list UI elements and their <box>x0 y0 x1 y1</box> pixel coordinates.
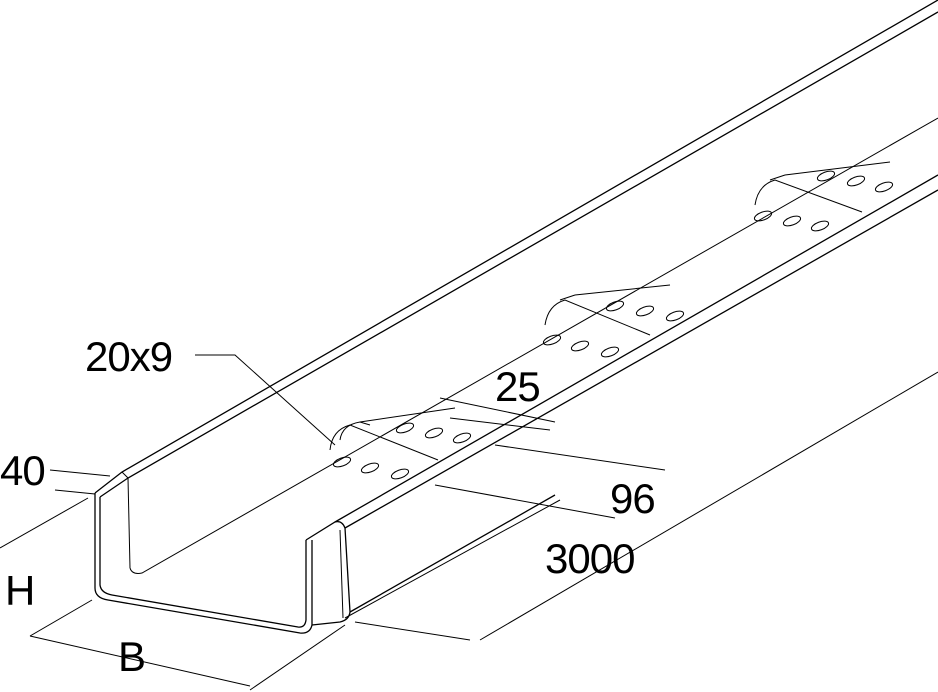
width-label: B <box>118 633 146 680</box>
left-wall-inner-profile <box>99 497 307 628</box>
length-label: 3000 <box>545 535 635 582</box>
right-wall-front <box>305 520 351 626</box>
lip-label: 40 <box>0 447 46 494</box>
left-rim-outer <box>94 0 938 494</box>
left-rim-edge <box>121 471 129 479</box>
right-wall-bottom <box>349 494 556 613</box>
rib-spacing-label: 96 <box>610 475 656 522</box>
perforation-size-label: 20x9 <box>85 333 173 380</box>
right-wall-edge <box>339 529 344 619</box>
floor-left-inner <box>129 117 938 574</box>
left-wall-inner <box>127 477 131 569</box>
right-wall-bottom-inner <box>344 499 561 619</box>
floor-ribs <box>329 161 891 461</box>
right-rim-inner <box>344 189 938 529</box>
right-rim-outer <box>334 174 938 523</box>
perforation-slots <box>332 170 894 480</box>
dimension-lines <box>0 354 938 691</box>
perforation-spacing-label: 25 <box>495 363 541 410</box>
left-rim-inner <box>99 11 938 498</box>
height-label: H <box>5 567 35 614</box>
left-wall-profile <box>94 493 313 634</box>
